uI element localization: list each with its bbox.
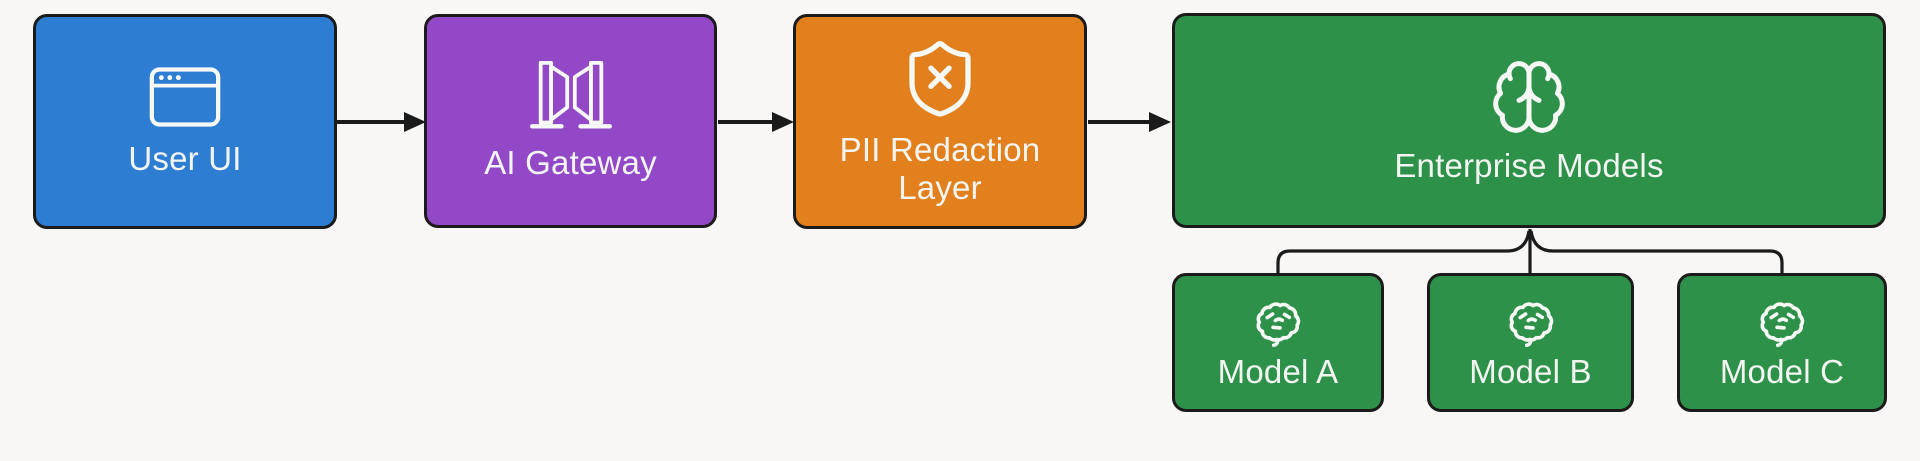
node-label-pii-redaction-layer: PII Redaction Layer [839, 130, 1041, 206]
node-user-ui: User UI [33, 14, 337, 229]
edge-pii-to-enterprise [1088, 112, 1171, 132]
node-enterprise-models: Enterprise Models [1172, 13, 1886, 228]
brain-side-icon [1760, 301, 1805, 347]
browser-window-icon [149, 66, 221, 127]
node-label-enterprise-models: Enterprise Models [1394, 146, 1664, 184]
node-ai-gateway: AI Gateway [424, 14, 717, 228]
shield-x-icon [909, 40, 971, 117]
node-label-ai-gateway: AI Gateway [484, 144, 657, 181]
node-label-model-a: Model A [1217, 352, 1339, 390]
gate-icon [529, 60, 612, 129]
node-label-model-c: Model C [1719, 352, 1845, 390]
brain-side-icon [1509, 301, 1553, 347]
node-model-a: Model A [1172, 273, 1384, 412]
brain-side-icon [1256, 301, 1301, 347]
node-model-b: Model B [1427, 273, 1634, 412]
node-label-model-b: Model B [1469, 352, 1592, 390]
edge-enterprise-to-model-a [1276, 230, 1531, 274]
edge-user-ui-to-ai-gateway [337, 112, 426, 132]
edge-enterprise-to-model-c [1529, 230, 1784, 274]
brain-icon [1493, 60, 1565, 133]
node-label-user-ui: User UI [128, 139, 242, 177]
edge-ai-gateway-to-pii [718, 112, 794, 132]
node-pii-redaction-layer: PII Redaction Layer [793, 14, 1087, 229]
node-model-c: Model C [1677, 273, 1887, 412]
